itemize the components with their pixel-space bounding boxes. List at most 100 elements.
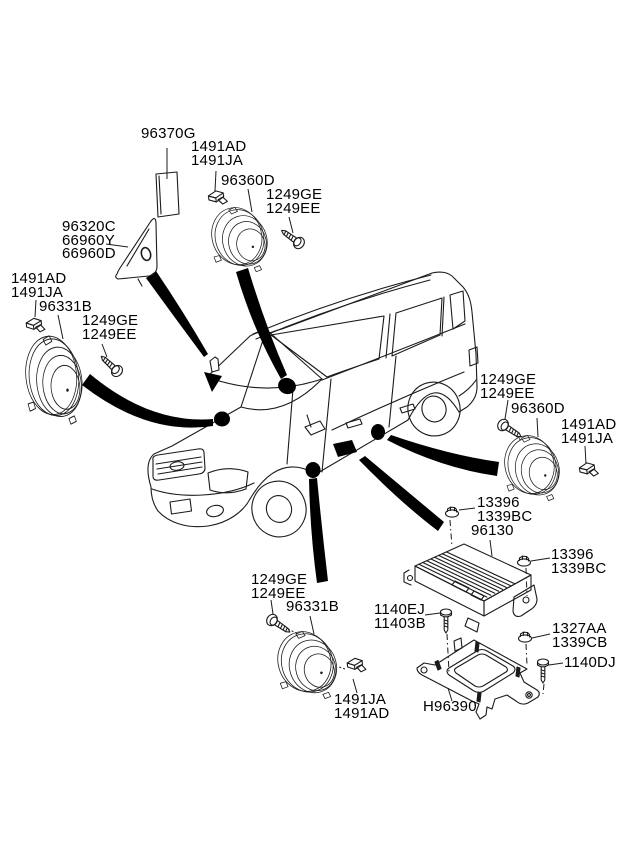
label-speaker-top: 96360D xyxy=(221,172,275,189)
cowl-line xyxy=(240,378,323,411)
part-number: 96320C xyxy=(62,218,116,235)
part-number: 1491JA xyxy=(561,429,614,447)
label-clip-top: 1491AD 1491JA xyxy=(191,139,246,169)
roof-rail-inner xyxy=(255,279,431,340)
bolt-bracket-left-drawing xyxy=(439,608,453,634)
part-number: 1249EE xyxy=(251,584,306,602)
part-number: 1491JA xyxy=(191,151,244,169)
label-clip-right: 1491AD 1491JA xyxy=(561,417,616,447)
belt-line xyxy=(321,323,466,381)
rear-wheel-hub xyxy=(421,395,447,423)
part-number: 1249GE xyxy=(251,571,308,588)
part-number: 1491JA xyxy=(11,283,64,301)
quarter-window xyxy=(449,290,466,330)
cowl-location-dot xyxy=(214,411,230,427)
part-number: 66960Y xyxy=(62,231,115,249)
front-door-location-dot xyxy=(305,462,321,478)
label-nut-amp-upper: 13396 1339BC xyxy=(477,494,533,525)
car-body-outline xyxy=(147,271,478,488)
label-screw-bottom: 1249GE 1249EE xyxy=(251,571,308,602)
label-mirror-trim: 96320C 66960Y 66960D xyxy=(62,218,116,262)
part-number: 11403B xyxy=(374,614,426,632)
part-number: 1491JA xyxy=(334,691,387,708)
rear-door-speaker-right-drawing xyxy=(497,429,566,502)
label-bolt-bracket-right: 1140DJ xyxy=(564,654,616,671)
tail-lamp xyxy=(468,346,479,367)
windshield-location-dot xyxy=(278,377,296,395)
label-speaker-bottom: 96331B xyxy=(286,598,339,615)
label-screw-left: 1249GE 1249EE xyxy=(82,312,139,341)
screw-right-drawing xyxy=(494,416,525,443)
part-number: 13396 xyxy=(477,494,520,511)
part-number: 1249EE xyxy=(266,199,321,217)
arrow-reardoor-to-rightspeaker xyxy=(387,435,499,476)
part-number: 1249GE xyxy=(82,312,139,329)
label-amplifier: 96130 xyxy=(471,523,514,537)
rear-door-speaker-bottom-drawing xyxy=(270,625,344,699)
rear-wheel xyxy=(407,381,461,437)
bumper-crease xyxy=(151,482,255,496)
part-number: 1491AD xyxy=(11,270,67,287)
label-screw-top: 1249GE 1249EE xyxy=(266,186,323,217)
part-number: 96370G xyxy=(141,125,196,142)
bumper-step xyxy=(169,498,193,515)
label-speaker-left: 96331B xyxy=(39,298,92,315)
part-number: 1140DJ xyxy=(564,654,616,671)
part-number: 96360D xyxy=(221,172,275,189)
rear-door-location-dot xyxy=(371,424,385,440)
location-markers xyxy=(82,268,499,583)
part-number: 1327AA xyxy=(552,620,607,637)
door-handles xyxy=(345,403,416,429)
leader-lines xyxy=(34,148,587,702)
bracket-drawing xyxy=(416,637,540,720)
label-clip-left: 1491AD 1491JA xyxy=(11,270,67,301)
label-speaker-right: 96360D xyxy=(511,401,565,415)
label-nut-bracket: 1327AA 1339CB xyxy=(552,620,608,651)
front-bumper xyxy=(150,486,251,528)
front-door-speaker-top-drawing xyxy=(204,201,274,273)
arrow-marker-to-amplifier xyxy=(359,456,444,531)
label-clip-bottom: 1491JA 1491AD xyxy=(334,691,390,722)
front-wheel-hub xyxy=(265,495,293,523)
clip-bottom-drawing xyxy=(346,656,367,674)
part-number: 96331B xyxy=(286,598,339,615)
part-number: 1140EJ xyxy=(374,601,425,618)
fog-light xyxy=(206,504,224,518)
amplifier-location-marker xyxy=(333,440,357,457)
mirror-arrowhead xyxy=(204,372,222,392)
side-mirror xyxy=(304,414,326,436)
part-number: 66960D xyxy=(62,245,116,262)
part-number: 1339BC xyxy=(477,507,533,525)
grille xyxy=(152,448,206,481)
nut-amp-upper-drawing xyxy=(444,506,460,518)
label-bracket: H96390 xyxy=(423,699,477,713)
rear-door-window xyxy=(391,297,443,357)
arrow-topspeaker-to-windshield xyxy=(236,268,287,379)
nut-bracket-drawing xyxy=(517,631,533,643)
brand-logo xyxy=(169,461,185,471)
label-nut-amp-right: 13396 1339BC xyxy=(551,546,607,577)
rocker-line xyxy=(315,419,409,475)
part-number: 1491AD xyxy=(334,704,390,722)
grille-slats xyxy=(155,456,203,475)
car-drawing xyxy=(147,271,479,538)
rear-bumper-crease xyxy=(458,379,477,397)
rear-wheel-arch xyxy=(407,392,460,421)
nut-amp-right-drawing xyxy=(516,555,532,567)
label-screw-right: 1249GE 1249EE xyxy=(480,371,537,400)
part-number: 1249GE xyxy=(266,186,323,203)
label-bolt-bracket-left: 1140EJ 11403B xyxy=(374,601,426,632)
clip-right-drawing xyxy=(578,460,600,479)
door-seams xyxy=(286,355,397,473)
part-number: 1249GE xyxy=(480,371,537,388)
part-number: 13396 xyxy=(551,546,594,563)
roof-rail xyxy=(252,274,432,335)
part-number: 1339CB xyxy=(552,633,608,651)
arrow-frontdoor-to-bottomspeaker xyxy=(309,478,328,583)
amplifier-drawing xyxy=(403,543,538,633)
part-number: 1339BC xyxy=(551,559,607,577)
front-door-speaker-left-drawing xyxy=(18,327,89,425)
part-number: 96331B xyxy=(39,298,92,315)
